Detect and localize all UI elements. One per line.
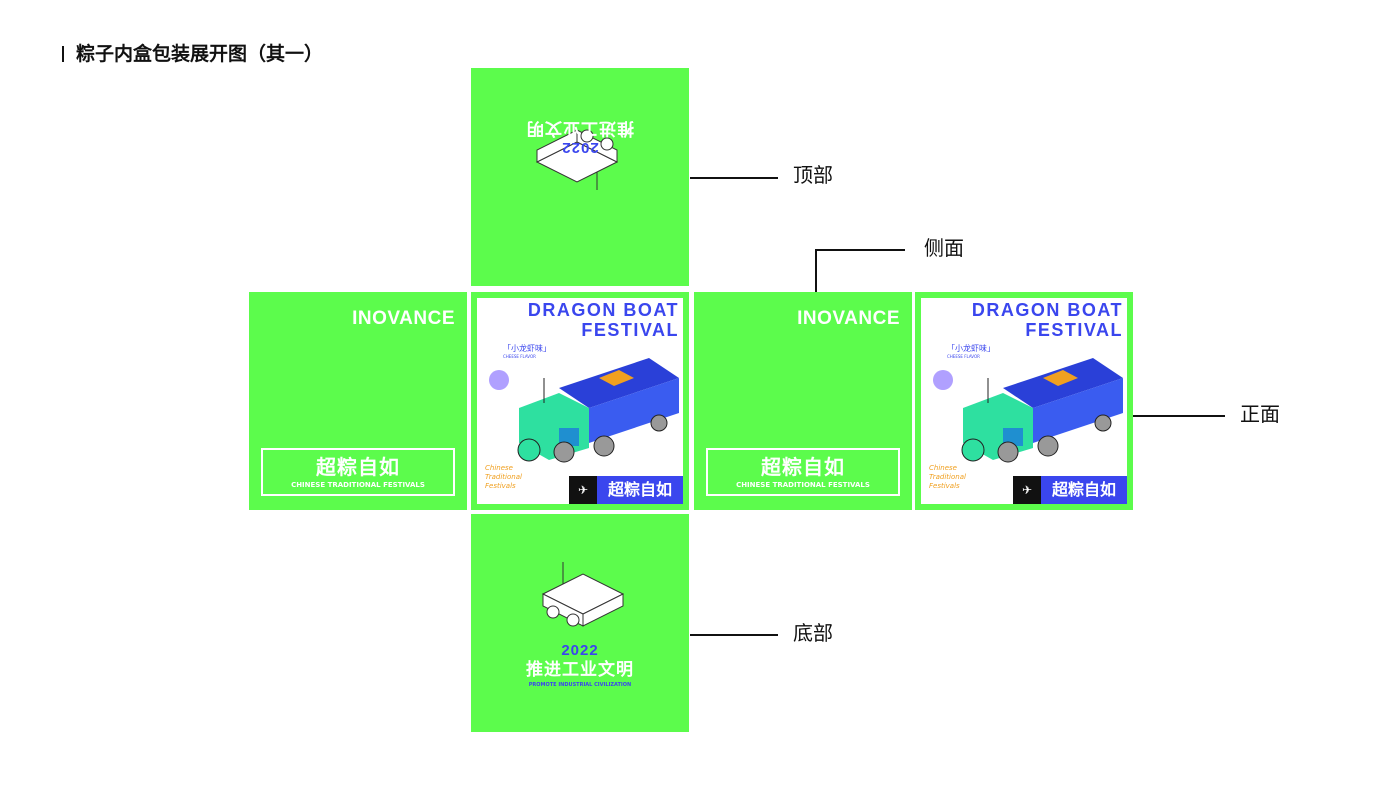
bottom-text-group: 2022 推进工业文明 PROMOTE INDUSTRIAL CIVILIZAT… bbox=[471, 642, 689, 689]
brand-logo: INOVANCE bbox=[797, 308, 900, 329]
callout-line-front bbox=[1133, 415, 1225, 417]
slogan-en-text: PROMOTE INDUSTRIAL CIVILIZATION bbox=[528, 682, 632, 688]
flavor-text: 「小龙虾味」CHEESE FLAVOR bbox=[947, 344, 995, 359]
page-title: 粽子内盒包装展开图（其一） bbox=[62, 42, 323, 66]
truck-illustration-icon bbox=[933, 358, 1123, 463]
brand-logo: INOVANCE bbox=[352, 308, 455, 329]
title-text: 粽子内盒包装展开图（其一） bbox=[76, 43, 324, 65]
rocket-icon: ✈ bbox=[569, 476, 597, 504]
slogan-cn: 超粽自如 bbox=[316, 454, 400, 479]
truck-illustration-icon bbox=[489, 358, 679, 463]
callout-line-side-h bbox=[815, 249, 905, 251]
truck-outline-icon bbox=[541, 562, 625, 627]
callout-line-top bbox=[690, 177, 778, 179]
label-top: 顶部 bbox=[793, 163, 833, 187]
label-front: 正面 bbox=[1240, 402, 1280, 426]
truck-outline-icon bbox=[535, 129, 619, 190]
top-text-group: 2022 推进工业文明 bbox=[471, 117, 689, 156]
label-side: 侧面 bbox=[924, 236, 964, 260]
flavor-text: 「小龙虾味」CHEESE FLAVOR bbox=[503, 344, 551, 359]
slogan-en: CHINESE TRADITIONAL FESTIVALS bbox=[291, 480, 425, 489]
rocket-icon: ✈ bbox=[1013, 476, 1041, 504]
top-panel: 2022 推进工业文明 bbox=[471, 68, 689, 286]
label-bottom: 底部 bbox=[793, 621, 833, 645]
badge: ✈超粽自如 bbox=[569, 476, 683, 504]
badge: ✈超粽自如 bbox=[1013, 476, 1127, 504]
slogan-cn-text: 推进工业文明 bbox=[526, 660, 634, 680]
year-text: 2022 bbox=[561, 642, 599, 659]
year-text: 2022 bbox=[561, 139, 599, 156]
bottom-panel: 2022 推进工业文明 PROMOTE INDUSTRIAL CIVILIZAT… bbox=[471, 514, 689, 732]
slogan-cn-text: 推进工业文明 bbox=[526, 118, 634, 138]
callout-line-side-v bbox=[815, 249, 817, 292]
callout-line-bottom bbox=[690, 634, 778, 636]
title-bar bbox=[62, 46, 64, 62]
